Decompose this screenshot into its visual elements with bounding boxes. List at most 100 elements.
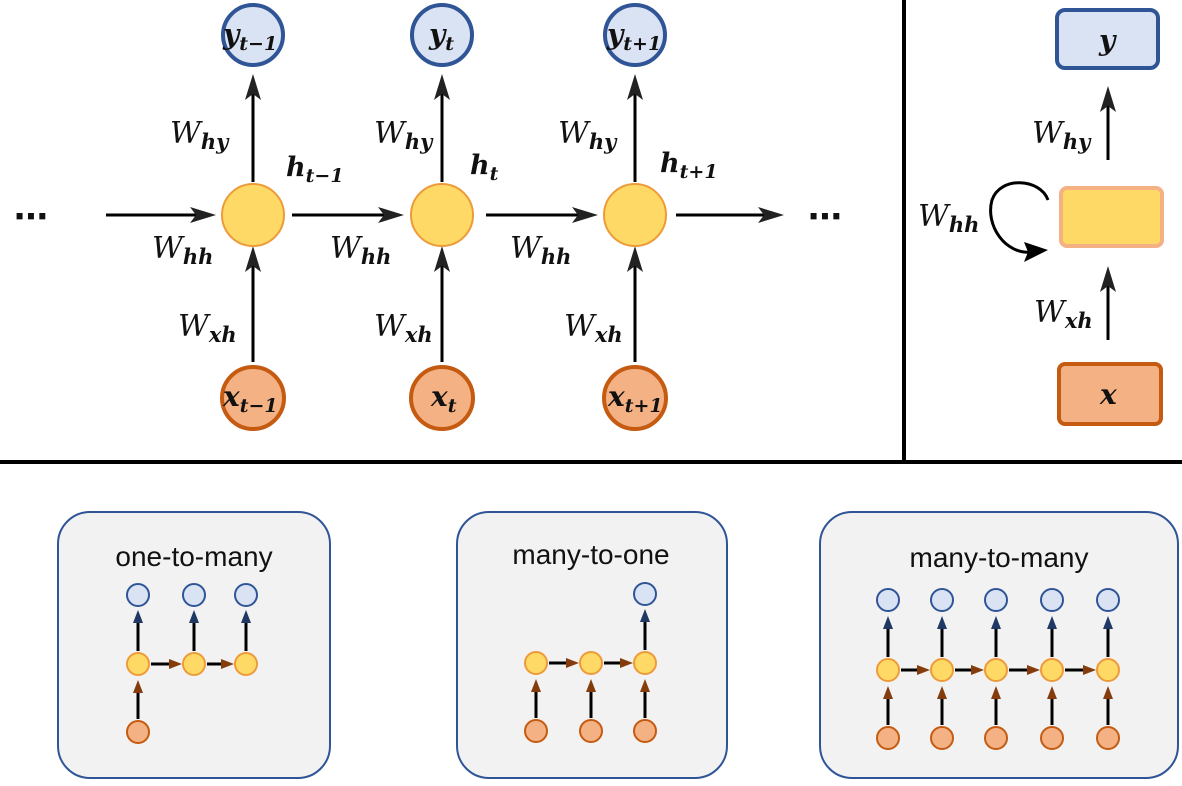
input-arrow (245, 246, 261, 362)
mini-arrow (207, 659, 234, 669)
recurrent-arrow (486, 207, 598, 223)
mini-arrow (640, 609, 650, 650)
mini-arrowhead (991, 616, 1001, 629)
ellipsis-left: ⋯ (14, 197, 54, 237)
svg-text:yt−1: yt−1 (222, 18, 277, 55)
output-node (410, 3, 474, 67)
input-sub: t (448, 395, 457, 417)
mini-output-node (876, 588, 900, 612)
hidden-node (603, 183, 667, 247)
svg-text:ht+1: ht+1 (660, 148, 718, 183)
mini-input-node (984, 726, 1008, 750)
svg-text:ht: ht (470, 150, 499, 185)
mini-arrow (189, 610, 199, 651)
output-sub: t−1 (239, 33, 277, 55)
mini-arrow (531, 679, 541, 718)
mini-hidden-node (633, 651, 657, 675)
input-sub: t+1 (625, 395, 663, 417)
panel-title: many-to-many (910, 542, 1089, 573)
time-step-column: yt+1 ht+1 xt+1 Why Wxh Whh (510, 3, 718, 431)
mini-arrowhead (1083, 665, 1096, 675)
mini-hidden-node (579, 651, 603, 675)
mini-input-node (1040, 726, 1064, 750)
mini-arrowhead (937, 616, 947, 629)
folded-weight-hy-label: Why (1032, 116, 1092, 154)
mini-hidden-node (1040, 658, 1064, 682)
output-box (1055, 8, 1160, 70)
mini-hidden-node (984, 658, 1008, 682)
mini-hidden-node (524, 651, 548, 675)
svg-text:yt: yt (428, 18, 454, 55)
folded-weight-hh-label: Whh (918, 199, 979, 237)
hidden-box (1059, 186, 1164, 248)
time-step-column: yt−1 ht−1 xt−1 Why Wxh Whh (152, 3, 344, 431)
mini-arrowhead (883, 686, 893, 699)
input-box-label: x (1099, 378, 1117, 411)
mini-arrowhead (1047, 686, 1057, 699)
mini-output-node (930, 588, 954, 612)
mini-arrow (151, 659, 182, 669)
ellipsis-right: ⋯ (808, 197, 848, 237)
weight-hh-label: Whh (152, 231, 213, 269)
input-box (1057, 362, 1163, 426)
mini-input-node (1096, 726, 1120, 750)
input-node (409, 365, 475, 431)
unrolled-rnn: ⋯ ⋯ yt (14, 3, 848, 431)
mini-output-node (1096, 588, 1120, 612)
output-arrow (434, 74, 450, 182)
mini-arrow (586, 679, 596, 718)
hidden-var: h (660, 148, 680, 179)
mini-output-node (234, 583, 258, 607)
input-node (602, 365, 668, 431)
weight-hy-label: Why (558, 116, 618, 154)
mini-arrowhead (1103, 616, 1113, 629)
folded-weight-xh-label: Wxh (1034, 295, 1093, 333)
recurrent-loop-arrow (989, 181, 1050, 262)
mini-arrow (604, 658, 633, 668)
mini-diagram (524, 582, 657, 743)
mini-input-node (524, 719, 548, 743)
mini-arrow (640, 679, 650, 718)
time-step-column: yt ht xt Why Wxh Whh (330, 3, 499, 431)
mini-output-node (633, 582, 657, 606)
output-box-label: y (1098, 24, 1117, 57)
mini-hidden-node (930, 658, 954, 682)
panel-many-to-many: many-to-many (819, 511, 1179, 779)
mini-output-node (1040, 588, 1064, 612)
mini-arrowhead (1103, 686, 1113, 699)
mini-input-node (579, 719, 603, 743)
svg-text:yt+1: yt+1 (606, 18, 661, 55)
input-var: x (222, 380, 240, 413)
mini-arrowhead (937, 686, 947, 699)
mini-arrowhead (917, 665, 930, 675)
mini-diagram (876, 588, 1120, 750)
mini-arrow (133, 680, 143, 719)
mini-arrow (549, 658, 579, 668)
panel-one-to-many: one-to-many (57, 511, 331, 779)
mini-hidden-node (182, 652, 206, 676)
mini-arrowhead (883, 616, 893, 629)
output-var: y (428, 18, 447, 51)
mini-arrow (241, 610, 251, 651)
svg-text:xt−1: xt−1 (222, 380, 278, 417)
svg-text:xt+1: xt+1 (607, 380, 663, 417)
output-sub: t+1 (623, 33, 661, 55)
output-arrow (627, 74, 643, 182)
input-arrow (627, 246, 643, 362)
mini-hidden-node (126, 652, 150, 676)
input-var: x (607, 380, 625, 413)
output-node (603, 3, 667, 67)
hidden-sub: t+1 (680, 161, 718, 183)
mini-arrowhead (991, 686, 1001, 699)
weight-hy-label: Why (374, 116, 434, 154)
mini-arrowhead (971, 665, 984, 675)
hidden-var: h (286, 152, 306, 183)
weight-hh-label: Whh (330, 231, 391, 269)
mini-output-node (984, 588, 1008, 612)
panel-title: many-to-one (512, 539, 669, 570)
mini-output-node (182, 583, 206, 607)
mini-arrow (133, 610, 143, 651)
output-arrow (245, 74, 261, 182)
